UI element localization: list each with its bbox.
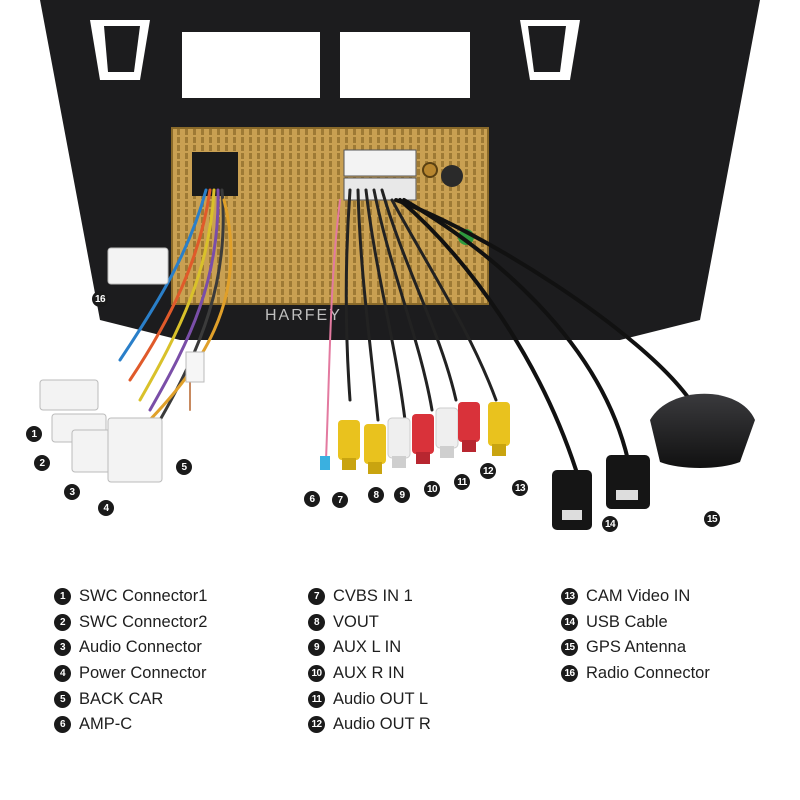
rca-cvbs-in-1 xyxy=(338,420,360,470)
callout-9: 9 xyxy=(394,487,410,503)
legend-item: 5 BACK CAR xyxy=(54,686,207,712)
legend-column-2: 7 CVBS IN 1 8 VOUT 9 AUX L IN 10 AUX R IN 11… xyxy=(308,584,431,738)
callout-5: 5 xyxy=(176,459,192,475)
rca-audio-out-l xyxy=(435,407,459,458)
legend-number: 6 xyxy=(54,716,71,734)
back-car-wire-tag xyxy=(185,351,205,383)
legend-number: 4 xyxy=(54,665,71,683)
callout-8: 8 xyxy=(368,487,384,503)
callout-16: 16 xyxy=(92,291,108,307)
legend-label: CAM Video IN xyxy=(586,587,691,606)
rca-aux-l-in xyxy=(387,417,411,468)
rca-aux-r-in xyxy=(412,414,434,464)
usb-cable xyxy=(552,455,650,530)
power-connector xyxy=(107,417,163,483)
legend-label: CVBS IN 1 xyxy=(333,587,413,606)
legend-item: 3 Audio Connector xyxy=(54,635,207,661)
callout-15: 15 xyxy=(704,511,720,527)
legend-column-1: 1 SWC Connector1 2 SWC Connector2 3 Audio C… xyxy=(54,584,207,738)
rca-cam-video-in xyxy=(488,402,510,456)
legend-number: 16 xyxy=(561,665,578,683)
legend-item: 11 Audio OUT L xyxy=(308,686,431,712)
legend-item: 8 VOUT xyxy=(308,610,431,636)
legend-label: GPS Antenna xyxy=(586,638,686,657)
legend-number: 2 xyxy=(54,613,71,631)
callout-11: 11 xyxy=(454,474,470,490)
wire-bundle xyxy=(118,188,692,472)
legend-item: 2 SWC Connector2 xyxy=(54,610,207,636)
rca-audio-out-r xyxy=(458,402,480,452)
legend-number: 10 xyxy=(308,665,325,683)
legend-item: 9 AUX L IN xyxy=(308,635,431,661)
legend-label: SWC Connector1 xyxy=(79,587,208,606)
legend-number: 15 xyxy=(561,639,578,657)
callout-12: 12 xyxy=(480,463,496,479)
legend-item: 14 USB Cable xyxy=(561,610,710,636)
legend-item: 16 Radio Connector xyxy=(561,661,710,687)
gps-antenna xyxy=(650,393,755,468)
head-unit-chassis: HARFEY xyxy=(171,127,489,324)
legend-item: 7 CVBS IN 1 xyxy=(308,584,431,610)
rca-plugs xyxy=(338,402,510,474)
legend-label: SWC Connector2 xyxy=(79,612,208,631)
legend-number: 14 xyxy=(561,613,578,631)
legend-label: USB Cable xyxy=(586,612,668,631)
legend-item: 13 CAM Video IN xyxy=(561,584,710,610)
callout-4: 4 xyxy=(98,500,114,516)
wiring-diagram: HARFEY xyxy=(39,0,760,530)
legend-item: 6 AMP-C xyxy=(54,712,207,738)
legend-item: 1 SWC Connector1 xyxy=(54,584,207,610)
legend-item: 12 Audio OUT R xyxy=(308,712,431,738)
radio-connector xyxy=(107,247,169,285)
legend-number: 1 xyxy=(54,588,71,606)
rca-vout xyxy=(364,424,386,474)
callout-3: 3 xyxy=(64,484,80,500)
callout-13: 13 xyxy=(512,480,528,496)
legend-label: BACK CAR xyxy=(79,689,164,708)
callout-6: 6 xyxy=(304,491,320,507)
legend-number: 13 xyxy=(561,588,578,606)
legend-label: VOUT xyxy=(333,612,379,631)
legend-item: 10 AUX R IN xyxy=(308,661,431,687)
legend-number: 11 xyxy=(308,690,325,708)
legend-number: 3 xyxy=(54,639,71,657)
legend-label: Audio OUT L xyxy=(333,689,429,708)
legend-number: 8 xyxy=(308,613,325,631)
callout-10: 10 xyxy=(424,481,440,497)
legend-label: AUX R IN xyxy=(333,664,405,683)
legend-item: 15 GPS Antenna xyxy=(561,635,710,661)
legend-label: Radio Connector xyxy=(586,664,710,683)
legend-label: AMP-C xyxy=(79,715,133,734)
callout-1: 1 xyxy=(26,426,42,442)
amp-c-wire-tip xyxy=(320,456,330,470)
legend-number: 5 xyxy=(54,690,71,708)
legend-number: 7 xyxy=(308,588,325,606)
legend-column-3: 13 CAM Video IN 14 USB Cable 15 GPS Antenna… xyxy=(561,584,710,686)
callout-2: 2 xyxy=(34,455,50,471)
legend-number: 9 xyxy=(308,639,325,657)
legend-label: AUX L IN xyxy=(333,638,402,657)
legend-label: Audio OUT R xyxy=(333,715,431,734)
legend-label: Audio Connector xyxy=(79,638,202,657)
callout-14: 14 xyxy=(602,516,618,532)
swc-connector1 xyxy=(39,379,99,411)
legend-number: 12 xyxy=(308,716,325,734)
legend-item: 4 Power Connector xyxy=(54,661,207,687)
legend-label: Power Connector xyxy=(79,664,207,683)
callout-7: 7 xyxy=(332,492,348,508)
brand-watermark: HARFEY xyxy=(265,307,342,324)
